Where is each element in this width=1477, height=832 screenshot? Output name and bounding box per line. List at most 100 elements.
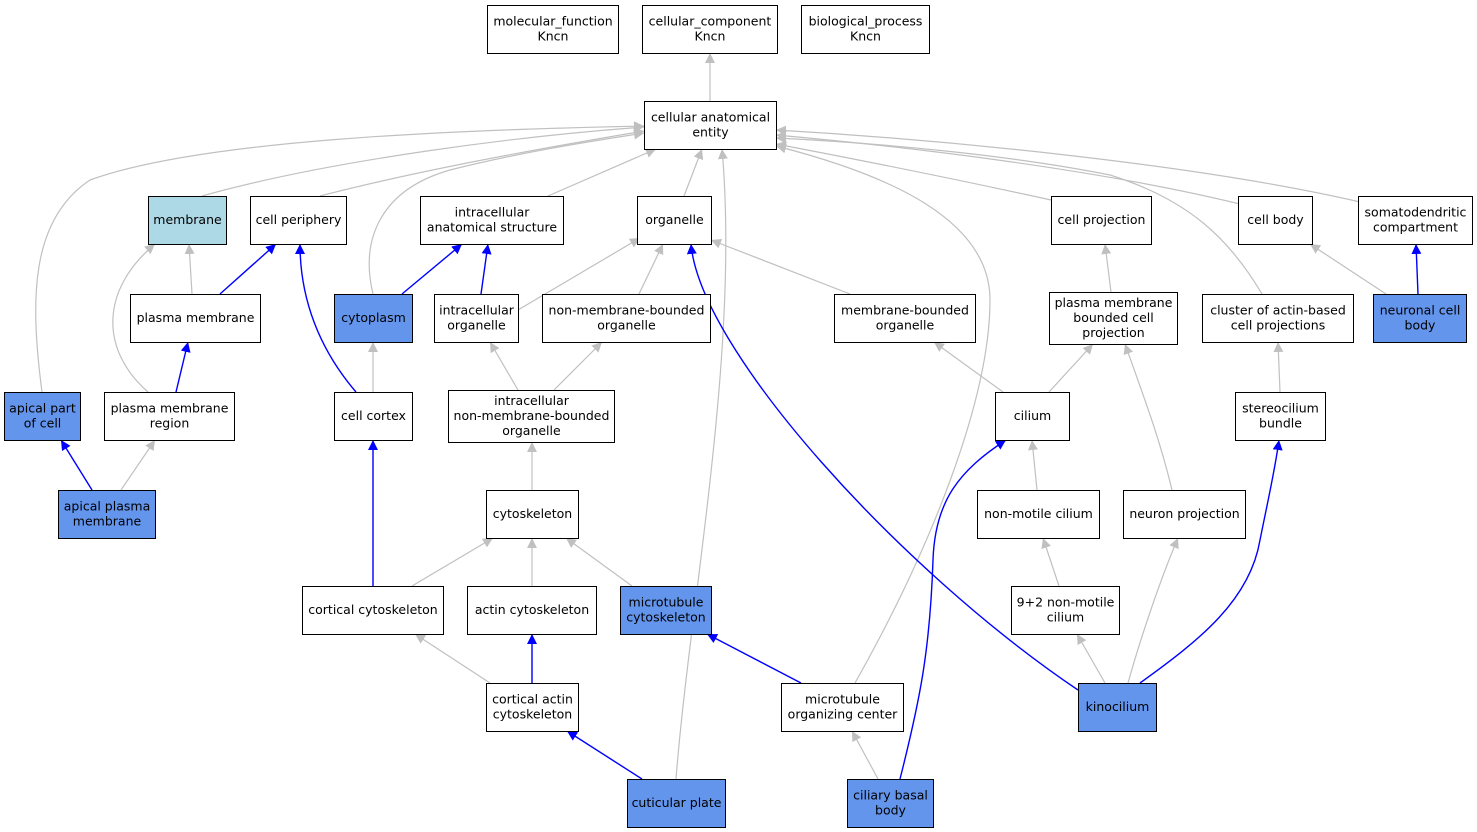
node-label-line: region — [150, 416, 190, 431]
node-organelle[interactable]: organelle — [637, 196, 712, 245]
node-label-line: organelle — [645, 212, 704, 227]
node-label-line: microtubule — [805, 692, 880, 707]
edge-membrane-to-cellular-anatomical-entity — [201, 122, 645, 197]
node-box — [801, 5, 930, 54]
node-box — [467, 586, 597, 635]
node-box — [644, 101, 777, 150]
node-cytoplasm[interactable]: cytoplasm — [334, 294, 413, 343]
node-box — [1078, 683, 1157, 732]
node-box — [834, 294, 976, 343]
node-label-line: non-membrane-bounded — [454, 408, 610, 423]
node-kinocilium[interactable]: kinocilium — [1078, 683, 1157, 732]
node-cell-periphery[interactable]: cell periphery — [250, 196, 347, 245]
node-box — [1238, 196, 1313, 245]
node-cell-projection[interactable]: cell projection — [1051, 196, 1152, 245]
node-label-line: cell projections — [1231, 318, 1325, 333]
node-box — [250, 196, 347, 245]
node-neuron-projection[interactable]: neuron projection — [1123, 490, 1246, 539]
edge-plasma-membrane-region-to-membrane — [112, 243, 156, 393]
node-label-line: anatomical structure — [427, 220, 557, 235]
node-label-line: membrane-bounded — [841, 303, 969, 318]
edge-neuronal-cell-body-to-somatodendritic-compartment — [1411, 243, 1422, 295]
node-label-line: cytoskeleton — [626, 610, 705, 625]
edge-membrane-bounded-organelle-to-organelle — [710, 238, 851, 295]
node-cilium[interactable]: cilium — [995, 392, 1070, 441]
edge-cell-cortex-to-cell-periphery — [295, 243, 357, 393]
node-cortical-cytoskeleton[interactable]: cortical cytoskeleton — [302, 586, 444, 635]
node-label-line: body — [1405, 318, 1437, 333]
node-box — [781, 683, 904, 732]
edge-ciliary-basal-body-to-cilium — [899, 439, 1007, 780]
node-label-line: non-membrane-bounded — [549, 303, 705, 318]
node-label-line: biological_process — [809, 14, 923, 29]
node-cell-cortex[interactable]: cell cortex — [334, 392, 413, 441]
node-box — [448, 390, 615, 443]
node-box — [1051, 196, 1152, 245]
node-cuticular-plate[interactable]: cuticular plate — [627, 779, 726, 828]
node-box — [542, 294, 711, 343]
edge-intracellular-organelle-to-intracellular-anatomical-structure — [480, 243, 492, 295]
node-label-line: cytoplasm — [341, 310, 406, 325]
node-intracellular-non-membrane-bounded-organelle[interactable]: intracellularnon-membrane-boundedorganel… — [448, 390, 615, 443]
node-cytoskeleton[interactable]: cytoskeleton — [486, 490, 579, 539]
edge-stereocilium-bundle-to-cluster-of-actin-based-cell-projections — [1273, 341, 1284, 393]
node-label-line: bounded cell — [1073, 310, 1153, 325]
node-label-line: organelle — [447, 318, 506, 333]
node-box — [637, 196, 712, 245]
edges-layer — [35, 53, 1422, 780]
node-membrane[interactable]: membrane — [148, 196, 227, 245]
edge-kinocilium-to-neuron-projection — [1127, 537, 1179, 684]
node-label-line: stereocilium — [1242, 401, 1319, 416]
edge-cuticular-plate-to-cellular-anatomical-entity — [675, 148, 728, 780]
edge-cell-projection-to-cellular-anatomical-entity — [775, 140, 1052, 201]
node-label-line: Kncn — [695, 29, 726, 44]
node-cell-body[interactable]: cell body — [1238, 196, 1313, 245]
edge-apical-part-of-cell-to-cellular-anatomical-entity — [35, 121, 645, 393]
node-actin-cytoskeleton[interactable]: actin cytoskeleton — [467, 586, 597, 635]
edge-ciliary-basal-body-to-microtubule-organizing-center — [851, 730, 879, 780]
edge-intracellular-non-membrane-bounded-organelle-to-intracellular-organelle — [489, 341, 519, 391]
edge-intracellular-organelle-to-organelle — [517, 237, 641, 311]
node-label-line: microtubule — [629, 595, 704, 610]
node-label-line: ciliary basal — [853, 788, 928, 803]
edge-neuronal-cell-body-to-cell-body — [1309, 243, 1387, 295]
edge-non-membrane-bounded-organelle-to-organelle — [638, 243, 664, 295]
node-label-line: cilium — [1014, 408, 1051, 423]
node-plasma-membrane[interactable]: plasma membrane — [130, 294, 261, 343]
edge-microtubule-cytoskeleton-to-cytoskeleton — [565, 537, 633, 587]
node-label-line: kinocilium — [1086, 699, 1150, 714]
node-label-line: organelle — [502, 423, 561, 438]
node-non-motile-cilium[interactable]: non-motile cilium — [977, 490, 1100, 539]
node-label-line: cell projection — [1058, 212, 1146, 227]
node-label-line: Kncn — [538, 29, 569, 44]
edge-kinocilium-to-nine-plus-two-non-motile-cilium — [1076, 633, 1106, 684]
node-box — [620, 586, 712, 635]
edge-intracellular-non-membrane-bounded-organelle-to-non-membrane-bounded-organelle — [553, 341, 603, 391]
node-label-line: non-motile cilium — [984, 506, 1093, 521]
node-box — [1358, 196, 1473, 245]
node-box — [847, 779, 934, 828]
node-label-line: cortical cytoskeleton — [308, 602, 437, 617]
